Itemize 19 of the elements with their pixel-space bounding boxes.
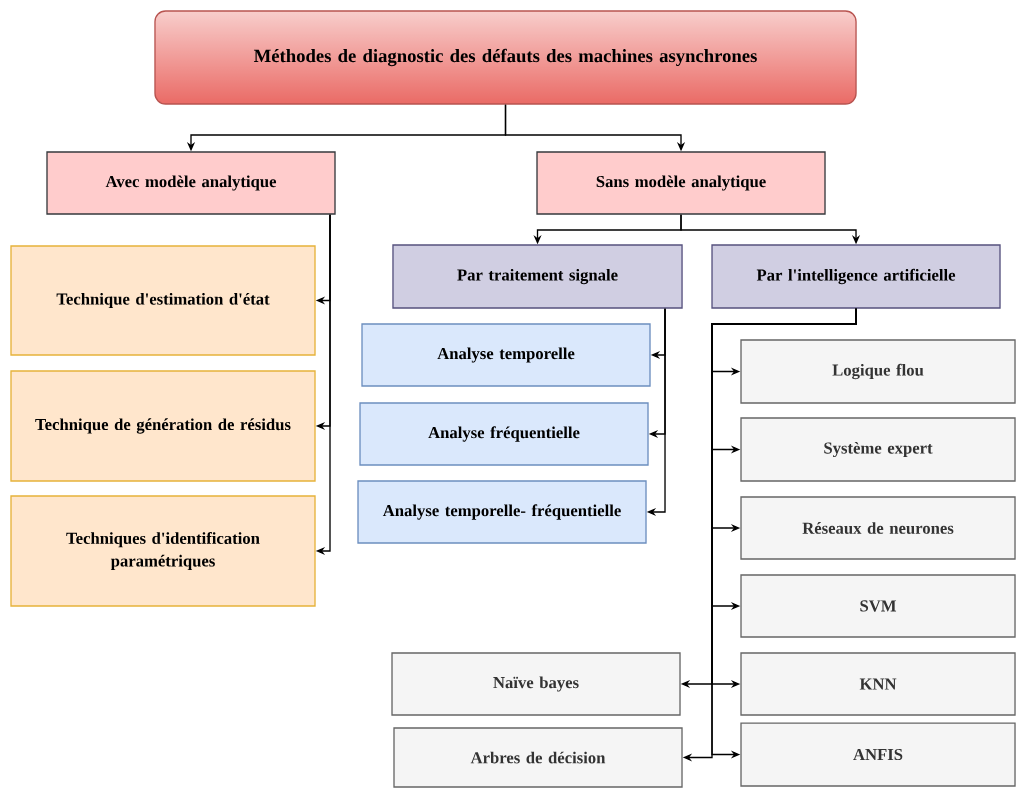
category-box: Avec modèle analytique	[46, 151, 336, 215]
method-box: Analyse temporelle	[361, 323, 651, 387]
category-box: Par traitement signale	[392, 244, 683, 309]
category-box: Sans modèle analytique	[536, 151, 826, 215]
method-box: Technique d'estimation d'état	[10, 245, 316, 356]
method-box: Analyse fréquentielle	[359, 402, 649, 466]
category-box: Par l'intelligence artificielle	[711, 244, 1001, 309]
method-box: SVM	[740, 574, 1016, 638]
method-box: Techniques d'identification paramétriques	[10, 495, 316, 607]
method-box: Logique flou	[740, 339, 1016, 404]
method-box: Réseaux de neurones	[740, 496, 1016, 560]
method-box: Naïve bayes	[391, 652, 681, 716]
method-box: ANFIS	[740, 722, 1016, 787]
method-box: Système expert	[740, 417, 1016, 482]
method-box: Analyse temporelle- fréquentielle	[357, 480, 647, 544]
method-box: KNN	[740, 652, 1016, 716]
title-box: Méthodes de diagnostic des défauts des machines asynchrones	[154, 10, 857, 105]
method-box: Arbres de décision	[393, 727, 683, 788]
method-box: Technique de génération de résidus	[10, 370, 316, 482]
